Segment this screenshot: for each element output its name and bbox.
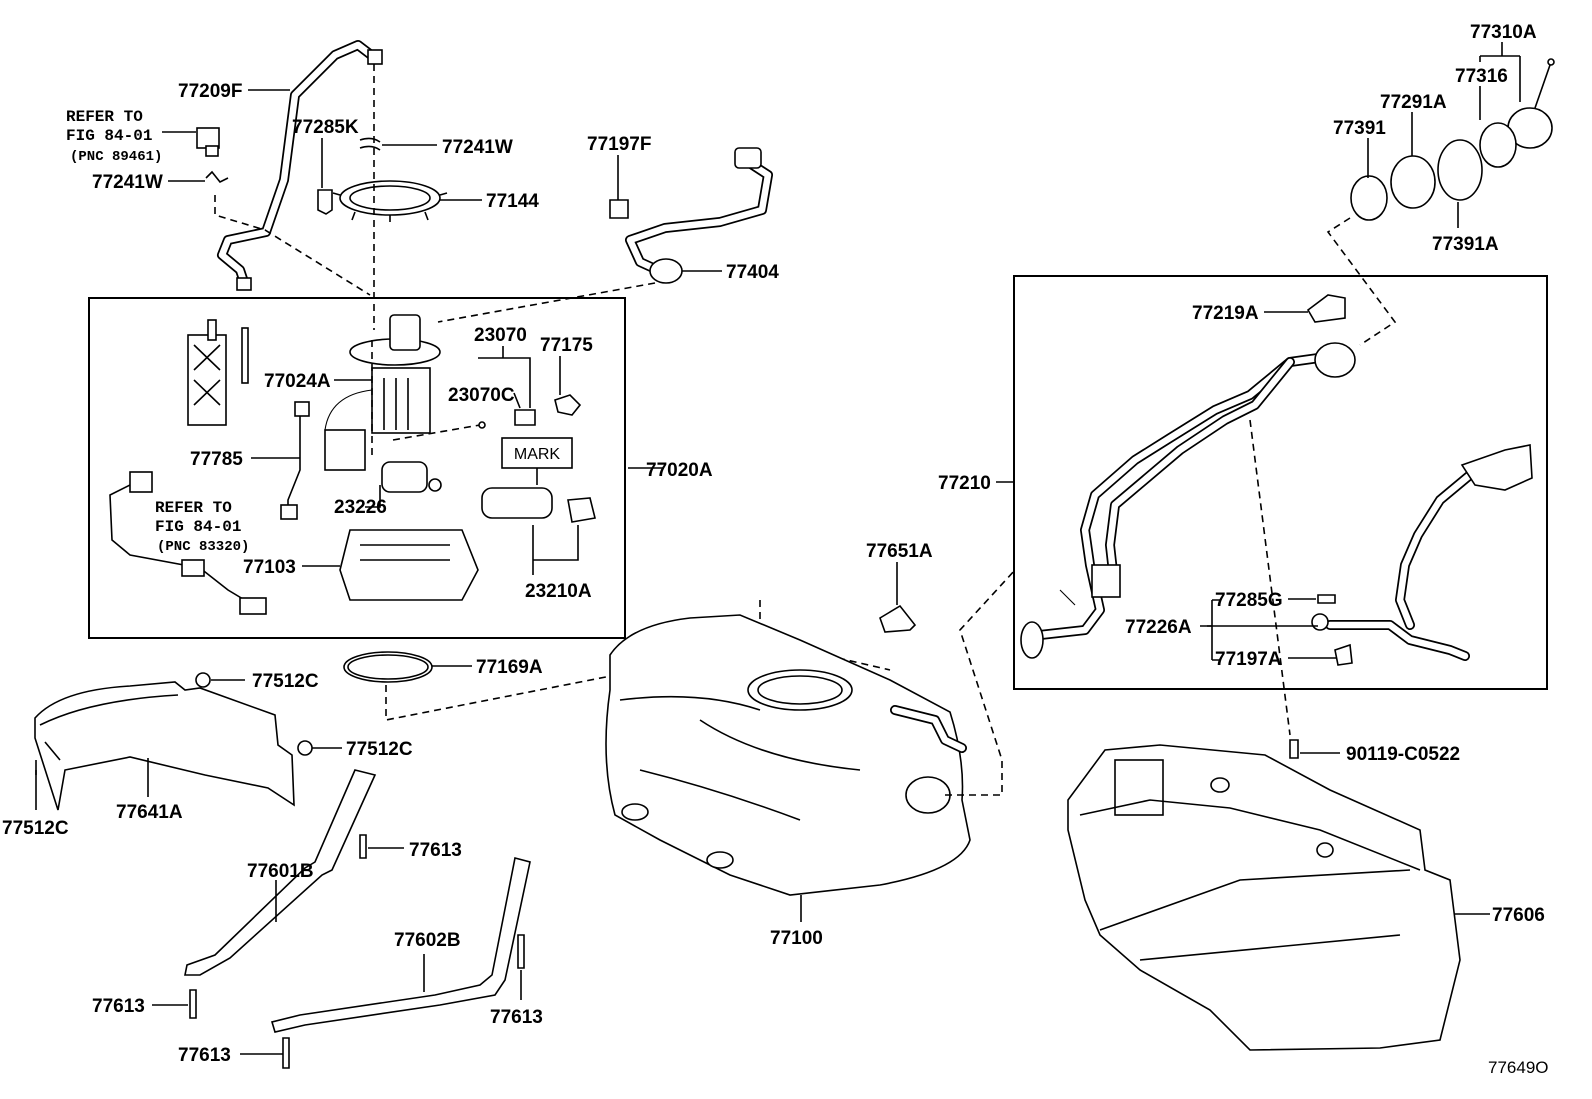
label-23226: 23226 — [334, 497, 387, 518]
harness-83320 — [109, 471, 267, 615]
label-77100: 77100 — [770, 928, 823, 949]
label-77613-b: 77613 — [92, 996, 145, 1017]
label-77606: 77606 — [1492, 905, 1545, 926]
label-77219A: 77219A — [1192, 303, 1259, 324]
label-77641A: 77641A — [116, 802, 183, 823]
leader-dash-90119 — [1249, 419, 1291, 736]
label-77613-d: 77613 — [178, 1045, 231, 1066]
label-23070C: 23070C — [448, 385, 515, 406]
label-77241W-top: 77241W — [442, 137, 513, 158]
leader-dash-filler — [945, 569, 1016, 796]
label-77601B: 77601B — [247, 861, 314, 882]
o-ring-77391 — [1350, 175, 1388, 221]
sender-housing-77103 — [339, 529, 479, 601]
clip-77241W-left — [205, 170, 229, 184]
clip-77285K — [317, 189, 333, 215]
label-77024A: 77024A — [264, 371, 331, 392]
label-77613-c: 77613 — [490, 1007, 543, 1028]
retainer-77291A — [1390, 155, 1436, 209]
fuel-sender-float — [187, 319, 249, 426]
ref-89461-line3: (PNC 89461) — [70, 149, 162, 165]
leader-dash-77241W — [214, 195, 371, 296]
label-77291A: 77291A — [1380, 92, 1447, 113]
label-77241W-left: 77241W — [92, 172, 163, 193]
ref-89461-line2: FIG 84-01 — [66, 127, 152, 145]
bracket-77651A — [879, 604, 917, 633]
fuel-cap-77310A — [1507, 58, 1555, 149]
label-77144: 77144 — [486, 191, 539, 212]
label-77602B: 77602B — [394, 930, 461, 951]
clip-77175 — [554, 394, 582, 416]
label-77175: 77175 — [540, 335, 593, 356]
heat-shield-77641A — [34, 681, 295, 811]
pump-motor-23226 — [324, 429, 442, 493]
clip-77241W-top — [359, 137, 381, 151]
bolts-77613 — [189, 834, 525, 1069]
label-77285G: 77285G — [1215, 590, 1283, 611]
gasket-77316 — [1479, 122, 1517, 168]
diagram-code: 77649O — [1488, 1058, 1549, 1077]
gasket-77169A — [343, 651, 433, 683]
label-77512C-b: 77512C — [346, 739, 413, 760]
connector-89461 — [196, 127, 220, 157]
label-77197A: 77197A — [1215, 649, 1282, 670]
label-77197F: 77197F — [587, 134, 651, 155]
fuel-pump-assembly-box — [88, 297, 626, 639]
label-77209F: 77209F — [178, 81, 242, 102]
label-77285K: 77285K — [292, 117, 359, 138]
hose-77404 — [625, 147, 773, 284]
label-77020A: 77020A — [646, 460, 713, 481]
under-cover-77606 — [1067, 744, 1461, 1051]
ref-83320-line2: FIG 84-01 — [155, 518, 241, 536]
regulator-23070 — [514, 409, 536, 426]
label-77310A: 77310A — [1470, 22, 1537, 43]
grommet-77512C-a — [195, 672, 211, 688]
label-23210A: 23210A — [525, 581, 592, 602]
label-77404: 77404 — [726, 262, 779, 283]
label-77103: 77103 — [243, 557, 296, 578]
vent-tube-77209F — [217, 40, 383, 291]
fuel-filter-23210A — [481, 487, 596, 523]
label-77391A: 77391A — [1432, 234, 1499, 255]
o-ring-77391A — [1437, 139, 1483, 201]
leader-dash-77404 — [437, 282, 656, 323]
label-77226A: 77226A — [1125, 617, 1192, 638]
label-77210: 77210 — [938, 473, 991, 494]
label-77512C-a: 77512C — [252, 671, 319, 692]
label-77169A: 77169A — [476, 657, 543, 678]
grommet-77512C-b — [297, 740, 313, 756]
label-77613-a: 77613 — [409, 840, 462, 861]
clip-77197F — [609, 199, 629, 219]
leader-dash-cap — [1326, 217, 1397, 346]
gasket-77169A-inner — [347, 654, 429, 680]
label-77785: 77785 — [190, 449, 243, 470]
ref-89461-line1: REFER TO — [66, 108, 143, 126]
retainer-ring-77144 — [332, 180, 448, 222]
bolt-90119-C0522 — [1289, 739, 1299, 759]
filler-pipe-77210 — [1020, 294, 1533, 666]
label-77391: 77391 — [1333, 118, 1386, 139]
label-23070: 23070 — [474, 325, 527, 346]
strap-77602B — [270, 857, 531, 1033]
mark-label: MARK — [514, 446, 561, 463]
ref-83320-line3: (PNC 83320) — [157, 539, 249, 555]
label-77651A: 77651A — [866, 541, 933, 562]
pump-module-77024A — [324, 314, 441, 434]
o-ring-23070C — [478, 421, 486, 429]
ref-83320-line1: REFER TO — [155, 499, 232, 517]
fuel-tank-77100 — [605, 614, 971, 896]
label-77512C-c: 77512C — [2, 818, 69, 839]
label-77316: 77316 — [1455, 66, 1508, 87]
harness-77785 — [280, 401, 310, 520]
strap-77601B — [184, 769, 377, 976]
leader-dash-23070C — [392, 424, 481, 441]
label-90119-C0522: 90119-C0522 — [1346, 744, 1460, 765]
mark-box — [501, 437, 573, 469]
leader-lines — [35, 42, 1521, 1055]
